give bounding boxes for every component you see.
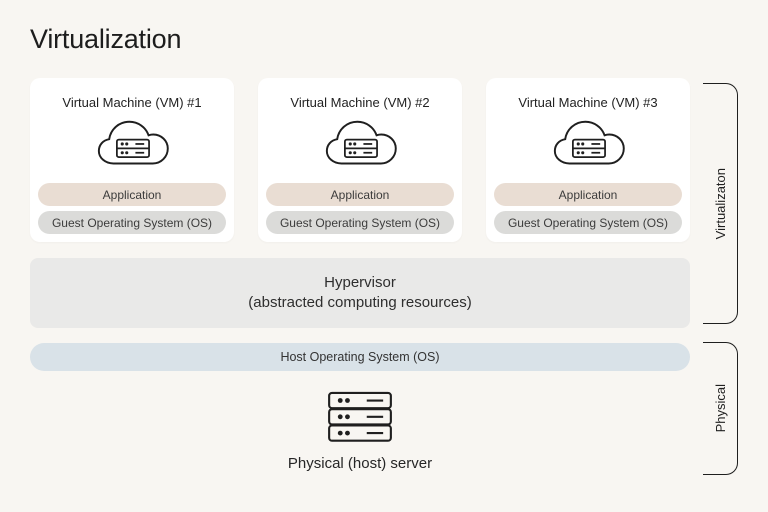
server-stack-icon <box>323 390 397 444</box>
physical-bracket-label: Physical <box>712 384 728 433</box>
application-pill: Application <box>266 183 454 206</box>
hypervisor-subtitle: (abstracted computing resources) <box>248 294 472 311</box>
physical-server <box>30 390 690 444</box>
virtualization-bracket-label: Virtualizaton <box>712 167 728 240</box>
cloud-server-icon <box>549 112 627 174</box>
page-title: Virtualization <box>30 24 182 54</box>
guest-os-pill: Guest Operating System (OS) <box>266 211 454 234</box>
guest-os-pill: Guest Operating System (OS) <box>38 211 226 234</box>
vm-title: Virtual Machine (VM) #3 <box>518 95 658 110</box>
vm-title: Virtual Machine (VM) #1 <box>62 95 202 110</box>
physical-bracket: Physical <box>703 342 738 475</box>
host-os-bar: Host Operating System (OS) <box>30 343 690 371</box>
hypervisor-title: Hypervisor <box>324 274 396 291</box>
hypervisor-bar: Hypervisor (abstracted computing resourc… <box>30 258 690 328</box>
host-os-label: Host Operating System (OS) <box>280 350 440 364</box>
guest-os-pill: Guest Operating System (OS) <box>494 211 682 234</box>
virtualization-bracket: Virtualizaton <box>703 83 738 324</box>
vm-card-1: Virtual Machine (VM) #1 Application Gues… <box>30 78 234 242</box>
cloud-server-icon <box>93 112 171 174</box>
physical-server-label: Physical (host) server <box>287 455 433 472</box>
vm-title: Virtual Machine (VM) #2 <box>290 95 430 110</box>
application-pill: Application <box>494 183 682 206</box>
vm-row: Virtual Machine (VM) #1 Application Gues… <box>30 78 690 242</box>
application-pill: Application <box>38 183 226 206</box>
cloud-server-icon <box>321 112 399 174</box>
vm-card-2: Virtual Machine (VM) #2 Application Gues… <box>258 78 462 242</box>
vm-card-3: Virtual Machine (VM) #3 Application Gues… <box>486 78 690 242</box>
